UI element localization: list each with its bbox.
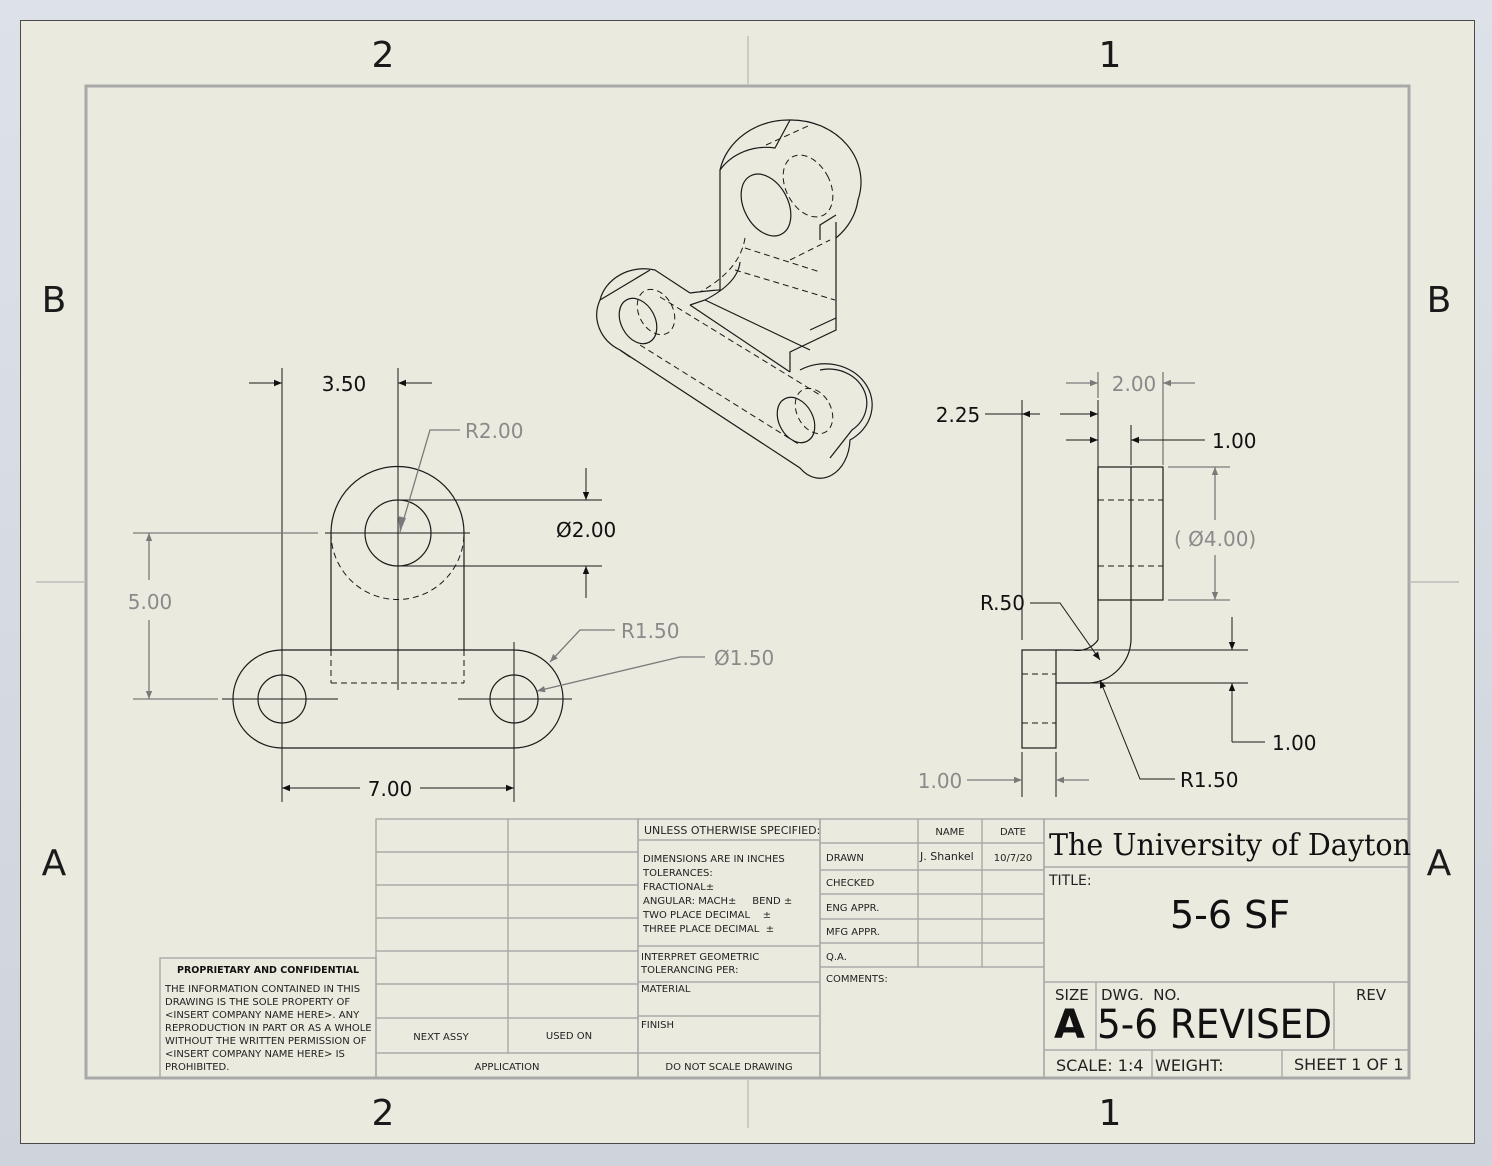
proprietary-line: REPRODUCTION IN PART OR AS A WHOLE [165, 1023, 372, 1034]
zone-row-right-b: B [1427, 280, 1452, 321]
zone-col-top-right: 1 [1099, 35, 1122, 76]
do-not-scale: DO NOT SCALE DRAWING [665, 1062, 792, 1073]
application-label: APPLICATION [475, 1062, 540, 1073]
size-value: A [1054, 1002, 1085, 1048]
zone-row-left-a: A [42, 843, 67, 884]
title-label: TITLE: [1048, 873, 1092, 889]
dim-100-bottom: 1.00 [918, 769, 963, 793]
tolerance-line: DIMENSIONS ARE IN INCHES [643, 854, 785, 865]
dim-width-top: 3.50 [322, 372, 367, 396]
drawing-title: 5-6 SF [1170, 893, 1290, 937]
zone-row-right-a: A [1427, 843, 1452, 884]
zone-row-left-b: B [42, 280, 67, 321]
tolerance-line: THREE PLACE DECIMAL ± [642, 924, 774, 935]
dim-100-top: 1.00 [1212, 429, 1257, 453]
side-view [967, 372, 1265, 797]
dim-height: 5.00 [128, 590, 173, 614]
zone-col-top-left: 2 [372, 35, 395, 76]
title-block-lines [159, 818, 1410, 1079]
organization-name: The University of Dayton [1049, 828, 1411, 863]
dim-r050: R.50 [980, 591, 1025, 615]
proprietary-line: <INSERT COMPANY NAME HERE>. ANY [165, 1010, 360, 1021]
sheet-value: SHEET 1 OF 1 [1294, 1055, 1404, 1074]
tolerance-line: TWO PLACE DECIMAL ± [642, 910, 771, 921]
proprietary-line: WITHOUT THE WRITTEN PERMISSION OF [165, 1036, 367, 1047]
weight-label: WEIGHT: [1155, 1056, 1223, 1075]
tolerance-line: ANGULAR: MACH± BEND ± [643, 896, 792, 907]
interpret-line-1: INTERPRET GEOMETRIC [641, 952, 759, 963]
rev-label: REV [1356, 986, 1387, 1004]
dim-dia-ref: ( Ø4.00) [1174, 527, 1256, 551]
drawn-date: 10/7/20 [994, 853, 1033, 864]
eng-appr-label: ENG APPR. [826, 903, 879, 914]
drawing-sheet [20, 20, 1475, 1144]
front-view [133, 368, 705, 802]
drawn-label: DRAWN [826, 853, 864, 864]
proprietary-line: PROHIBITED. [165, 1062, 229, 1073]
proprietary-title: PROPRIETARY AND CONFIDENTIAL [177, 965, 359, 976]
name-header: NAME [935, 827, 964, 838]
scale-value: SCALE: 1:4 [1056, 1056, 1144, 1075]
mfg-appr-label: MFG APPR. [826, 927, 880, 938]
date-header: DATE [1000, 827, 1026, 838]
dim-hole-bottom: Ø1.50 [714, 646, 774, 670]
size-label: SIZE [1055, 986, 1089, 1004]
dim-radius-top: R2.00 [465, 419, 523, 443]
checked-label: CHECKED [826, 878, 875, 889]
dim-r150: R1.50 [1180, 768, 1238, 792]
dim-length: 7.00 [368, 777, 413, 801]
dim-hole-top: Ø2.00 [556, 518, 616, 542]
comments-label: COMMENTS: [826, 974, 888, 985]
proprietary-line: DRAWING IS THE SOLE PROPERTY OF [165, 997, 350, 1008]
zone-col-bottom-right: 1 [1099, 1093, 1122, 1134]
dim-225: 2.25 [936, 403, 981, 427]
proprietary-line: THE INFORMATION CONTAINED IN THIS [164, 984, 360, 995]
unless-specified: UNLESS OTHERWISE SPECIFIED: [644, 824, 820, 837]
dwg-no-value: 5-6 REVISED [1097, 1002, 1332, 1048]
qa-label: Q.A. [826, 952, 847, 963]
drawn-name: J. Shankel [919, 850, 974, 863]
material-label: MATERIAL [641, 984, 691, 995]
tolerance-line: FRACTIONAL± [643, 882, 714, 893]
next-assy-label: NEXT ASSY [413, 1032, 469, 1043]
used-on-label: USED ON [546, 1031, 592, 1042]
interpret-line-2: TOLERANCING PER: [640, 965, 738, 976]
finish-label: FINISH [641, 1020, 674, 1031]
proprietary-line: <INSERT COMPANY NAME HERE> IS [165, 1049, 345, 1060]
zone-ticks [36, 36, 1459, 1128]
dim-100-right: 1.00 [1272, 731, 1317, 755]
dim-radius-bottom: R1.50 [621, 619, 679, 643]
isometric-view [596, 119, 873, 479]
zone-col-bottom-left: 2 [372, 1093, 395, 1134]
dwg-no-label: DWG. NO. [1101, 986, 1181, 1004]
dim-200: 2.00 [1112, 372, 1157, 396]
tolerance-line: TOLERANCES: [642, 868, 713, 879]
